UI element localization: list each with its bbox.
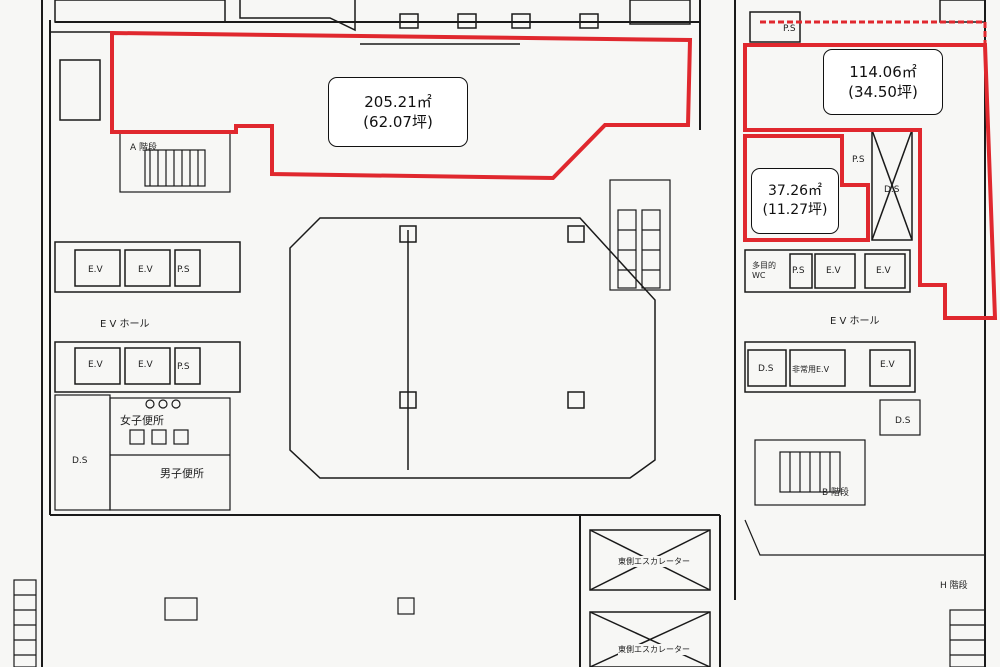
stair-h-label: H 階段 — [940, 581, 968, 591]
area-114-label: 114.06㎡ (34.50坪) — [823, 49, 943, 115]
area-205-label: 205.21㎡ (62.07坪) — [328, 77, 468, 147]
ps-right-1: P.S — [792, 266, 805, 276]
ds-right-2: D.S — [895, 416, 911, 426]
womens-wc-label: 女子便所 — [120, 414, 164, 427]
mens-wc-label: 男子便所 — [160, 467, 204, 480]
ev-right-2: E.V — [876, 266, 891, 276]
ev-left-1: E.V — [88, 265, 103, 275]
area-205-outline — [110, 30, 693, 181]
ps-right-2: P.S — [852, 155, 865, 165]
escalator-top-label: 東側エスカレーター — [618, 556, 690, 567]
ds-right-1: D.S — [758, 364, 774, 374]
ev-right-3: E.V — [880, 360, 895, 370]
ev-left-4: E.V — [138, 360, 153, 370]
ev-right-1: E.V — [826, 266, 841, 276]
center-escalator — [609, 179, 671, 291]
ds-left-label: D.S — [72, 456, 88, 466]
area-114-tsubo: (34.50坪) — [848, 83, 918, 101]
ps-left-1: P.S — [177, 265, 190, 275]
ev-hall-right-label: E V ホール — [830, 316, 880, 327]
ev-left-2: E.V — [138, 265, 153, 275]
stair-a-label: A 階段 — [130, 143, 158, 153]
stair-b — [744, 399, 985, 556]
ev-hall-left-label: E V ホール — [100, 319, 150, 330]
left-elevators — [54, 241, 241, 393]
area-205-sqm: 205.21㎡ — [364, 92, 432, 111]
ps-right-3: P.S — [783, 24, 796, 34]
restrooms — [54, 394, 231, 511]
area-37-label: 37.26㎡ (11.27坪) — [751, 168, 839, 234]
escalator-bottom-label: 東側エスカレーター — [618, 644, 690, 655]
stair-b-label: B 階段 — [822, 488, 850, 498]
area-114-sqm: 114.06㎡ — [849, 62, 917, 81]
area-37-sqm: 37.26㎡ — [767, 183, 823, 200]
unisex-wc-label: 多目的 WC — [752, 261, 776, 280]
ps-left-2: P.S — [177, 362, 190, 372]
ev-left-3: E.V — [88, 360, 103, 370]
area-37-outline — [743, 134, 870, 242]
freight-ev-label: 非常用E.V — [792, 365, 830, 374]
ds-right-3: D.S — [884, 185, 900, 195]
central-atrium — [289, 217, 656, 479]
right-elevators — [744, 129, 916, 393]
area-37-tsubo: (11.27坪) — [762, 202, 828, 218]
area-205-tsubo: (62.07坪) — [363, 113, 433, 131]
